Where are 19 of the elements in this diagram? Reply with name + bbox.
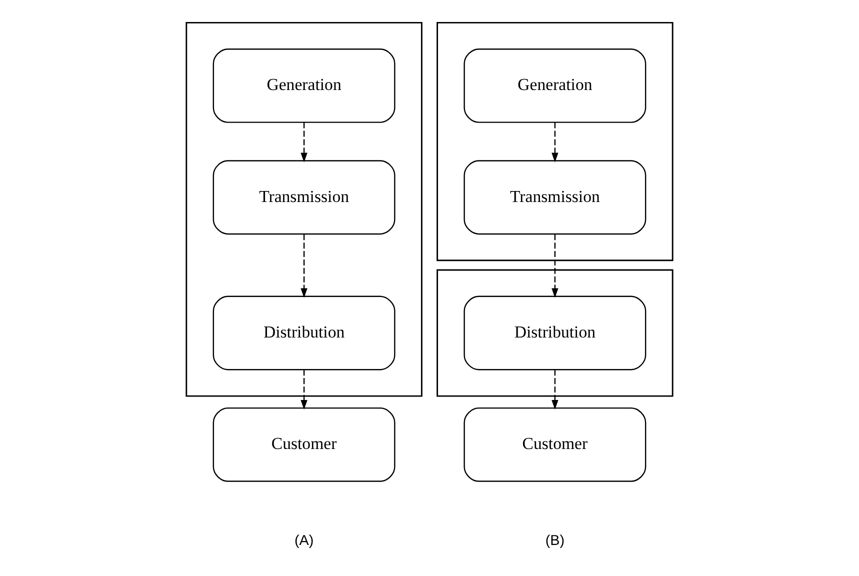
arrow [300, 234, 308, 298]
arrow [300, 370, 308, 410]
cluster [436, 269, 674, 397]
node-box: Generation [212, 48, 396, 123]
arrow [552, 370, 558, 410]
arrow [300, 122, 308, 162]
cluster [436, 22, 674, 262]
node-box: Transmission [212, 160, 396, 235]
node-box: Distribution [212, 296, 396, 370]
node-box: Generation [464, 48, 646, 123]
cluster [186, 22, 422, 397]
label: (A) [294, 533, 314, 550]
node-box: Transmission [464, 160, 646, 235]
label: (B) [545, 533, 565, 550]
node-box: Customer [464, 407, 646, 482]
arrow [552, 234, 558, 298]
node-box: Distribution [464, 296, 646, 370]
node-box: Customer [212, 407, 396, 482]
arrow [552, 122, 558, 162]
